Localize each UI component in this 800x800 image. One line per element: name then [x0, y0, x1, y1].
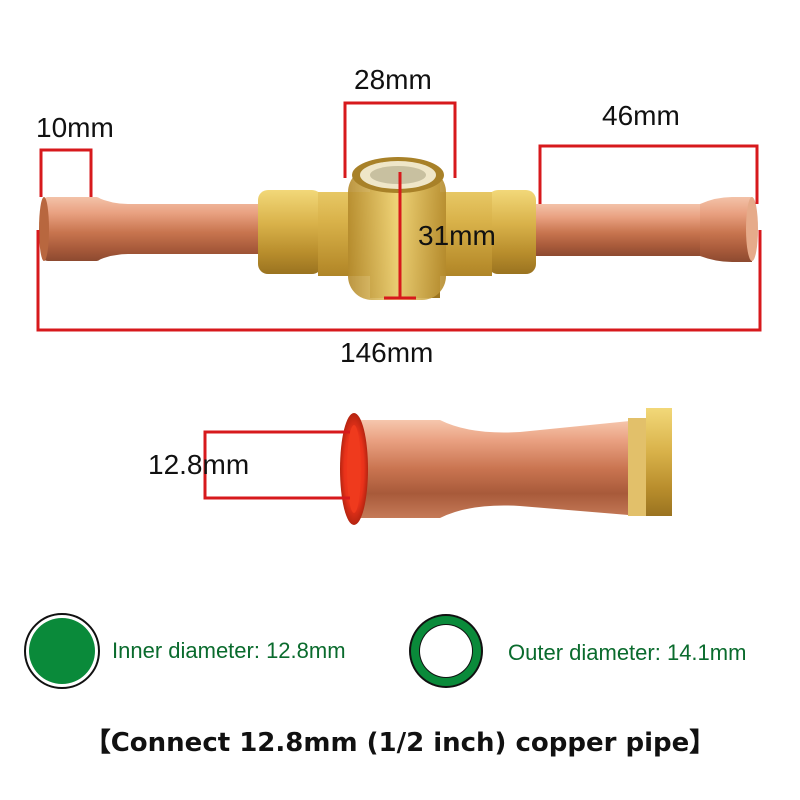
dimension-label-28mm: 28mm [354, 64, 432, 95]
pipe-closeup [340, 408, 672, 525]
inner-diameter-swatch [24, 613, 100, 689]
right-copper-pipe [520, 197, 758, 262]
product-caption: 【Connect 12.8mm (1/2 inch) copper pipe】 [84, 728, 716, 758]
outer-diameter-swatch [409, 614, 483, 688]
dimension-label-12-8mm: 12.8mm [148, 449, 250, 480]
inner-opening-dimension [203, 430, 350, 500]
dimension-lines [36, 101, 762, 332]
dimension-label-146mm: 146mm [340, 337, 434, 368]
dimension-label-31mm: 31mm [418, 220, 496, 251]
dimension-label-46mm: 46mm [602, 100, 680, 131]
outer-diameter-label: Outer diameter: 14.1mm [508, 640, 747, 665]
left-copper-pipe [39, 197, 262, 261]
brass-sight-glass-body [258, 157, 536, 300]
inner-diameter-label: Inner diameter: 12.8mm [112, 638, 346, 663]
dimension-label-10mm: 10mm [36, 112, 114, 143]
